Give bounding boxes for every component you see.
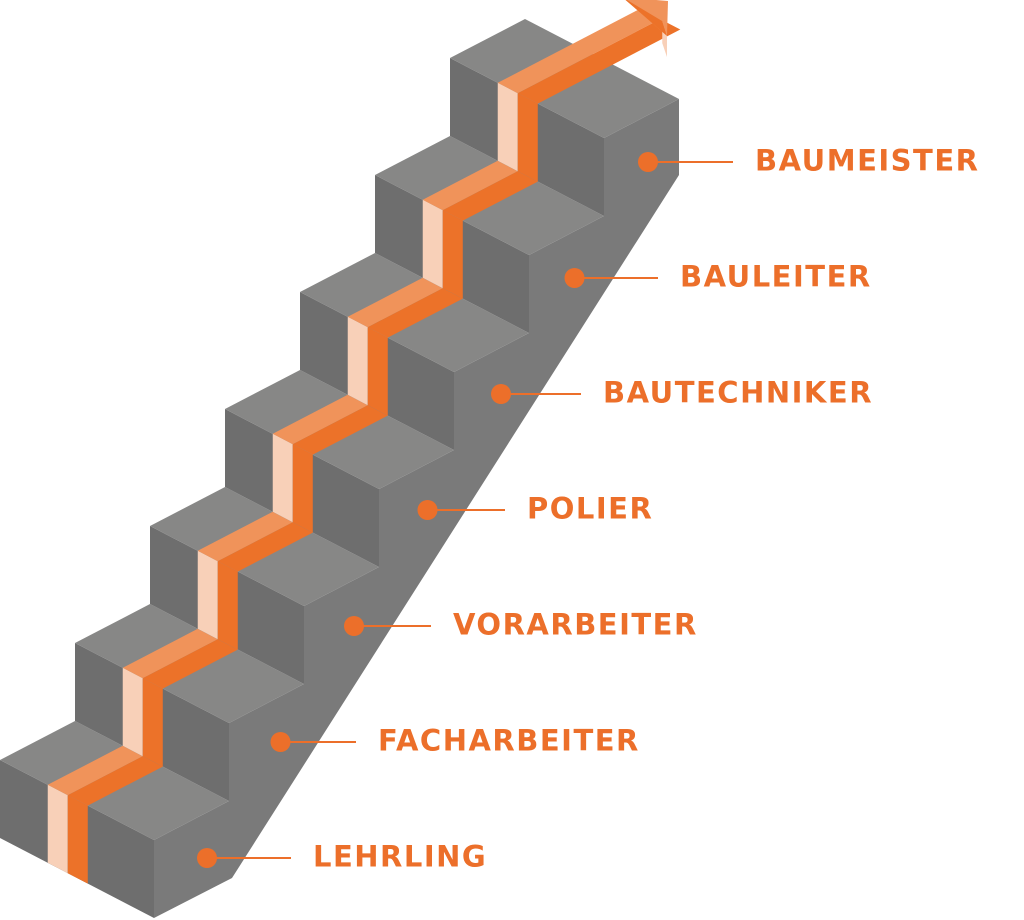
- arrow-stripe-riser-pale: [272, 433, 293, 523]
- level-label-facharbeiter: FACHARBEITER: [378, 723, 640, 758]
- arrow-stripe-top-light: [47, 745, 143, 796]
- level-label-polier: POLIER: [527, 491, 654, 526]
- level-dot-icon: [270, 732, 291, 752]
- level-dot-icon: [638, 152, 658, 172]
- arrow-stripe-top-light: [347, 277, 443, 328]
- level-dot-icon: [564, 268, 585, 288]
- arrow-stripe-top: [67, 756, 163, 806]
- staircase-side-face: [154, 99, 679, 918]
- arrow-stripe-top-light: [197, 511, 293, 562]
- arrow-stripe-riser: [217, 561, 238, 650]
- arrow-stripe-riser-pale: [497, 82, 518, 172]
- arrow-stripe-riser: [517, 93, 538, 182]
- arrow-stripe-riser: [142, 678, 163, 767]
- arrow-stripe-top: [517, 19, 681, 104]
- arrow-stripe-riser: [367, 327, 388, 416]
- arrow-stripe-top: [442, 171, 538, 221]
- arrow-stripe-riser-pale: [422, 199, 443, 289]
- arrow-stripe-riser: [442, 210, 463, 299]
- arrow-stripe-top: [367, 288, 463, 338]
- arrow-stripe-top-light: [122, 628, 218, 679]
- level-dot-icon: [197, 848, 217, 868]
- level-label-baumeister: BAUMEISTER: [755, 143, 980, 178]
- arrow-stripe-riser: [292, 444, 313, 533]
- arrow-stripe-top: [292, 405, 388, 455]
- level-dot-icon: [491, 384, 511, 404]
- level-label-bautechniker: BAUTECHNIKER: [603, 375, 874, 410]
- arrow-stripe-riser-pale: [47, 784, 68, 874]
- arrow-stripe-top: [142, 639, 238, 689]
- level-dot-icon: [344, 616, 364, 636]
- level-label-bauleiter: BAULEITER: [680, 259, 872, 294]
- arrow-stripe-top-light: [272, 394, 368, 445]
- arrow-stripe-top-light: [497, 8, 661, 94]
- arrow-stripe-riser-pale: [347, 316, 368, 406]
- arrow-head-shade: [625, 0, 667, 36]
- arrow-stripe-riser-pale: [122, 667, 143, 757]
- level-dot-icon: [417, 500, 438, 520]
- arrow-stripe-top: [217, 522, 313, 572]
- level-label-vorarbeiter: VORARBEITER: [453, 607, 698, 642]
- arrow-stripe-riser-pale: [197, 550, 218, 640]
- arrow-stripe-top-light: [422, 160, 518, 211]
- arrow-stripe-riser: [67, 795, 88, 884]
- level-label-lehrling: LEHRLING: [313, 839, 488, 874]
